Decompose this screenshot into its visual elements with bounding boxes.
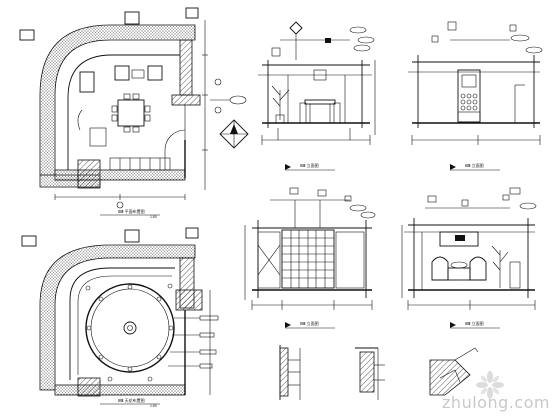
- grid-wall-panel: [281, 229, 335, 289]
- watermark-logo-icon: [476, 371, 504, 399]
- elevation-a-title: ⅢⅢ 立面图: [300, 163, 319, 168]
- floor-plan-top: [19, 7, 222, 209]
- floor-plan-scale: 1:50: [150, 215, 157, 219]
- detail-section-3: [429, 347, 479, 396]
- elevation-d: [401, 187, 537, 310]
- elevation-c-title: ⅢⅢ 立面图: [300, 321, 319, 326]
- ceiling-plan-title: ⅢⅢ 天花布置图: [118, 398, 145, 403]
- elevation-b-title: ⅢⅢ 立面图: [465, 163, 484, 168]
- north-arrow-marker: [210, 95, 249, 149]
- elevation-b: [408, 21, 543, 145]
- elevation-c: [244, 187, 376, 310]
- ceiling-downlights: [85, 283, 174, 382]
- ceiling-plan-scale: 1:50: [150, 404, 157, 408]
- watermark-text: zhulong.com: [442, 393, 550, 412]
- floor-plan-title: ⅢⅢ 平面布置图: [118, 209, 145, 214]
- detail-section-1: [279, 345, 301, 400]
- ceiling-plan-bottom: [21, 227, 219, 397]
- elevation-a: [258, 21, 376, 145]
- view-title-markers: [100, 164, 500, 405]
- cabinet-grid: [460, 93, 478, 111]
- elevation-d-title: ⅢⅢ 立面图: [465, 321, 484, 326]
- detail-section-2: [355, 347, 385, 400]
